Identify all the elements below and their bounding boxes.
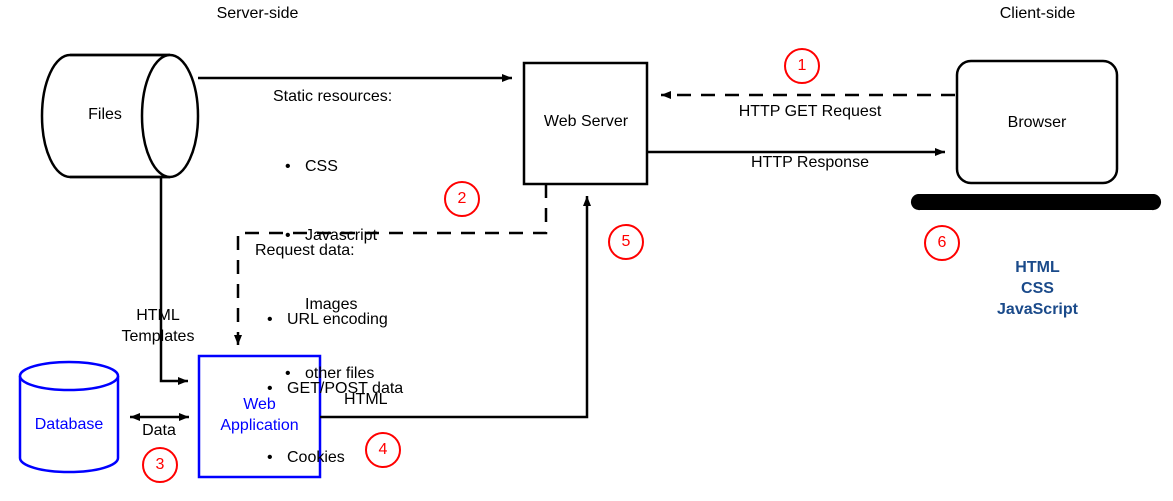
bullet-dot: • (267, 380, 273, 397)
html-templates-label-line1: HTML (136, 307, 180, 324)
bullet-dot: • (285, 365, 291, 382)
list-item: •CSS (285, 155, 377, 178)
edge-html-to-web-server (320, 196, 591, 419)
server-side-title: Server-side (216, 5, 299, 22)
list-item: •other files (285, 362, 377, 385)
list-item: •Cookies (267, 446, 403, 469)
web-server-node-label: Web Server (543, 113, 629, 130)
list-item: •GET/POST data (267, 377, 403, 400)
client-stack-list: HTML CSS JavaScript (975, 257, 1100, 320)
browser-node-shape (955, 59, 1119, 185)
step-marker-4: 4 (365, 432, 401, 468)
browser-base-shape (910, 194, 1162, 211)
html-label: HTML (344, 391, 388, 408)
client-stack-item-css: CSS (1021, 280, 1054, 297)
web-server-node-shape (522, 61, 649, 186)
web-application-node-shape (197, 354, 322, 479)
client-side-title: Client-side (999, 5, 1076, 22)
list-item: •Javascript (285, 224, 377, 247)
files-node-shape (40, 53, 200, 179)
step-marker-1: 1 (784, 48, 820, 84)
bullet-dot: • (285, 227, 291, 244)
data-label: Data (142, 422, 176, 439)
step-marker-6: 6 (924, 225, 960, 261)
step-marker-3: 3 (142, 447, 178, 483)
browser-node-label: Browser (1007, 114, 1067, 131)
html-templates-label-line2: Templates (121, 328, 195, 345)
database-node-label: Database (34, 416, 104, 433)
request-data-title: Request data: (255, 242, 355, 259)
http-get-request-label: HTTP GET Request (738, 103, 882, 120)
http-response-label: HTTP Response (751, 154, 869, 171)
client-stack-item-javascript: JavaScript (997, 301, 1078, 318)
edge-request-data (234, 184, 548, 345)
static-resources-list: •CSS •Javascript Images •other files (285, 109, 377, 431)
web-application-node-label-line2: Application (220, 417, 299, 434)
files-node-label: Files (88, 106, 122, 123)
client-stack-item-html: HTML (1015, 259, 1060, 276)
bullet-dot: • (267, 449, 273, 466)
bullet-dot: • (267, 311, 273, 328)
list-item: •URL encoding (267, 308, 403, 331)
edge-html-templates (159, 177, 188, 385)
database-node-shape (18, 360, 120, 474)
request-data-list: •URL encoding •GET/POST data •Cookies (267, 262, 403, 501)
static-resources-title: Static resources: (273, 88, 393, 105)
step-marker-2: 2 (444, 181, 480, 217)
step-marker-5: 5 (608, 224, 644, 260)
bullet-dot: • (285, 158, 291, 175)
web-application-node-label-line1: Web (243, 396, 276, 413)
list-item: Images (285, 293, 377, 316)
